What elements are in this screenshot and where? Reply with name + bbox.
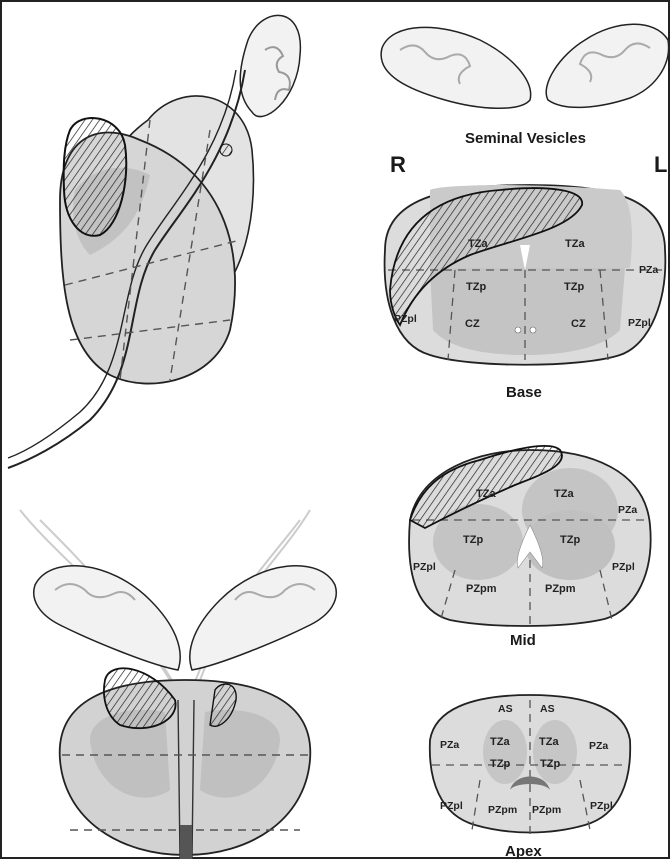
base-caption: Base xyxy=(506,384,542,401)
apex-zone-pzpm-left: PZpm xyxy=(532,804,561,816)
apex-caption: Apex xyxy=(505,843,542,860)
right-side-label: R xyxy=(390,152,406,178)
apex-zone-pza-right: PZa xyxy=(440,739,459,751)
base-section xyxy=(385,185,666,365)
apex-zone-tza-right: TZa xyxy=(490,736,510,748)
base-zone-pzpl-left: PZpl xyxy=(628,317,651,329)
apex-zone-as-left: AS xyxy=(540,703,555,715)
apex-zone-pzpl-right: PZpl xyxy=(440,800,463,812)
sagittal-view xyxy=(8,15,300,468)
base-zone-tza-left: TZa xyxy=(565,238,585,250)
base-zone-pza-left: PZa xyxy=(639,264,658,276)
apex-zone-pzpl-left: PZpl xyxy=(590,800,613,812)
sagittal-seminal-vesicle xyxy=(240,15,300,116)
mid-zone-pzpl-left: PZpl xyxy=(612,561,635,573)
mid-zone-tzp-right: TZp xyxy=(463,534,483,546)
seminal-vesicle-left xyxy=(546,24,668,107)
apex-zone-as-right: AS xyxy=(498,703,513,715)
coronal-view xyxy=(20,510,336,859)
apex-zone-tzp-left: TZp xyxy=(540,758,560,770)
mid-zone-tzp-left: TZp xyxy=(560,534,580,546)
seminal-vesicles-caption: Seminal Vesicles xyxy=(465,130,586,147)
base-zone-pzpl-right: PZpl xyxy=(394,313,417,325)
base-zone-tzp-right: TZp xyxy=(466,281,486,293)
seminal-vesicles-axial xyxy=(381,24,668,108)
apex-section xyxy=(430,695,630,835)
apex-zone-tza-left: TZa xyxy=(539,736,559,748)
apex-zone-pza-left: PZa xyxy=(589,740,608,752)
mid-zone-pzpm-left: PZpm xyxy=(545,583,576,595)
mid-section xyxy=(409,446,651,626)
apex-zone-tzp-right: TZp xyxy=(490,758,510,770)
apex-zone-pzpm-right: PZpm xyxy=(488,804,517,816)
base-zone-tza-right: TZa xyxy=(468,238,488,250)
coronal-seminal-vesicle-left xyxy=(190,566,336,670)
left-side-label: L xyxy=(654,152,667,178)
base-zone-tzp-left: TZp xyxy=(564,281,584,293)
mid-zone-tza-right: TZa xyxy=(476,488,496,500)
seminal-vesicle-right xyxy=(381,27,531,108)
mid-zone-pza-left: PZa xyxy=(618,504,637,516)
mid-zone-tza-left: TZa xyxy=(554,488,574,500)
mid-zone-pzpl-right: PZpl xyxy=(413,561,436,573)
base-zone-cz-left: CZ xyxy=(571,318,586,330)
coronal-lesion xyxy=(104,668,176,728)
coronal-seminal-vesicle-right xyxy=(34,566,180,670)
base-zone-cz-right: CZ xyxy=(465,318,480,330)
mid-caption: Mid xyxy=(510,632,536,649)
mid-zone-pzpm-right: PZpm xyxy=(466,583,497,595)
